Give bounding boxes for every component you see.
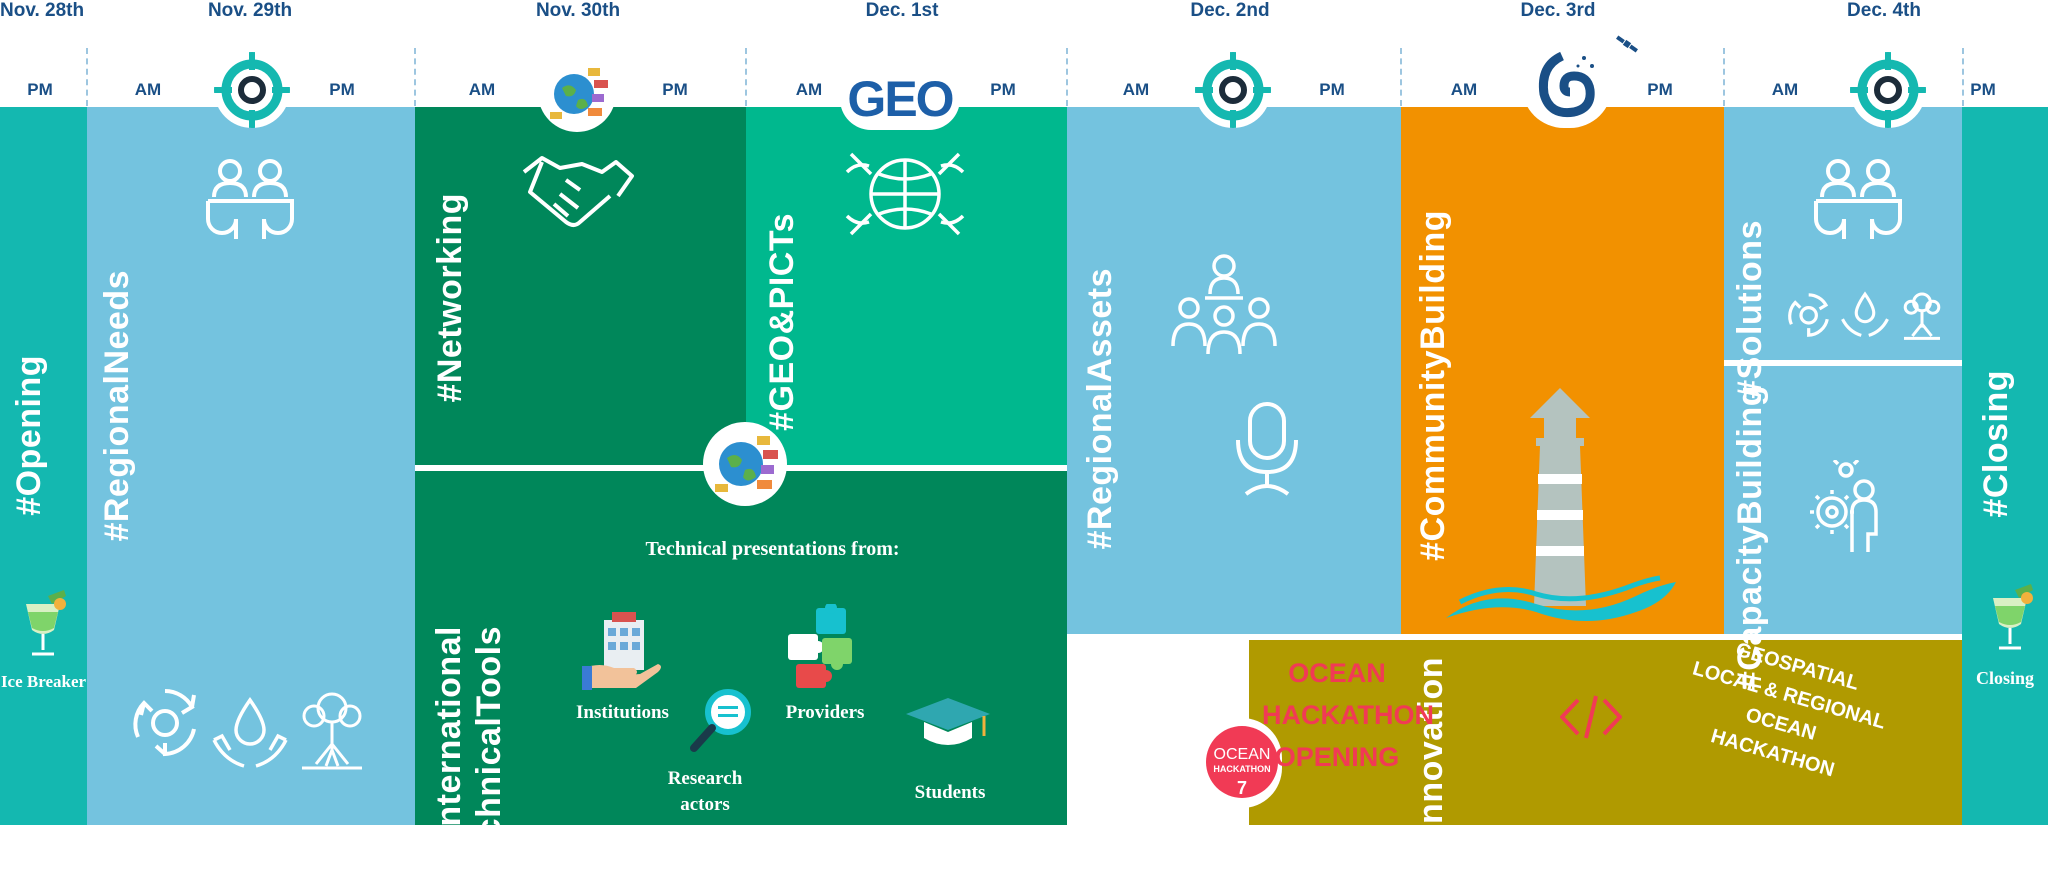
networking-label: #Networking <box>431 193 469 403</box>
pm-label: PM <box>27 80 53 99</box>
code-brackets-icon <box>1560 692 1622 742</box>
mangrove-icon <box>1898 284 1946 346</box>
hackathon-opening-line2: HACKATHON <box>1262 700 1434 730</box>
lighthouse-icon <box>1440 388 1690 628</box>
cycle-arrows-icon <box>128 685 203 760</box>
hackathon-opening-text: OCEAN HACKATHON OPENING <box>1262 652 1434 778</box>
am-label: AM <box>468 80 496 99</box>
pm-label: PM <box>1970 80 1996 99</box>
regional-assets-label: #RegionalAssets <box>1081 268 1119 550</box>
pm-label: PM <box>662 80 688 99</box>
block-divider <box>1724 360 1962 366</box>
innovation-label: #Innovation <box>1412 657 1450 854</box>
pm-label: PM <box>329 80 355 99</box>
research-caption-line2: actors <box>680 794 730 815</box>
cocktail-icon <box>1985 584 2039 652</box>
am-label: AM <box>1771 80 1799 99</box>
day-dec-3: Dec. 3rd <box>1520 0 1596 21</box>
research-caption-line1: Research <box>667 768 743 789</box>
closing-block <box>1962 107 2048 825</box>
am-label: AM <box>795 80 823 99</box>
networking-block <box>415 107 746 465</box>
tech-presentations-heading: Technical presentations from: <box>645 538 900 560</box>
regional-assets-block <box>1067 107 1401 634</box>
ocean-hackathon-logo-number: 7 <box>1236 778 1247 798</box>
people-group-icon <box>1165 254 1283 359</box>
day-nov-30: Nov. 30th <box>535 0 621 21</box>
day-separator <box>1066 48 1068 106</box>
day-separator <box>1400 48 1402 106</box>
target-icon <box>1850 52 1926 128</box>
institutions-caption: Institutions <box>576 702 669 723</box>
day-dec-1: Dec. 1st <box>865 0 939 21</box>
providers-caption: Providers <box>785 702 865 723</box>
satellite-icon <box>1615 32 1639 56</box>
mangrove-icon <box>292 684 372 774</box>
international-label-line1: #International <box>430 626 468 856</box>
hackathon-opening-line1: OCEAN <box>1288 658 1386 688</box>
international-tools-block <box>415 471 1067 825</box>
am-label: AM <box>134 80 162 99</box>
gear-person-icon <box>1808 460 1886 556</box>
globe-collage-icon <box>703 422 787 506</box>
students-caption: Students <box>914 782 986 803</box>
pm-label: PM <box>1647 80 1673 99</box>
ocean-hackathon-logo: OCEAN HACKATHON 7 <box>1202 718 1282 808</box>
institution-building-icon <box>582 610 662 692</box>
day-dec-4: Dec. 4th <box>1847 0 1921 21</box>
day-nov-28: Nov. 28th <box>0 0 85 21</box>
hands-globe-icon <box>845 142 965 246</box>
day-separator <box>414 48 416 106</box>
geo-logo: GEO <box>840 68 960 130</box>
closing-label: #Closing <box>1977 370 2015 518</box>
day-nov-29: Nov. 29th <box>207 0 293 21</box>
meeting-table-icon <box>1810 155 1906 250</box>
water-hands-icon <box>210 696 290 774</box>
ice-breaker-caption: Ice Breaker <box>0 672 87 691</box>
day-separator <box>745 48 747 106</box>
pm-label: PM <box>990 80 1016 99</box>
target-icon <box>214 52 290 128</box>
day-separator <box>1723 48 1725 106</box>
international-label-line2: TechnicalTools <box>470 626 508 875</box>
geo-picts-label: #GEO&PICTs <box>763 213 801 431</box>
solutions-label: #Solutions <box>1731 220 1769 399</box>
cycle-arrows-icon <box>1785 286 1833 344</box>
am-label: AM <box>1122 80 1150 99</box>
magnifier-icon <box>690 688 754 754</box>
water-hands-icon <box>1840 290 1890 342</box>
handshake-icon <box>520 150 636 230</box>
day-separator <box>86 48 88 106</box>
capacity-building-block <box>1724 366 1962 634</box>
am-label: AM <box>1450 80 1478 99</box>
puzzle-pieces-icon <box>782 604 862 692</box>
nautilus-icon <box>1522 44 1612 128</box>
microphone-icon <box>1232 400 1302 500</box>
closing-caption: Closing <box>1975 668 2035 688</box>
cocktail-icon <box>18 590 72 658</box>
ocean-hackathon-logo-ocean: OCEAN <box>1213 746 1271 763</box>
opening-label: #Opening <box>10 355 48 516</box>
day-dec-2: Dec. 2nd <box>1190 0 1270 21</box>
globe-collage-icon <box>538 54 616 132</box>
pm-label: PM <box>1319 80 1345 99</box>
geo-logo-text: GEO <box>847 71 954 127</box>
regional-needs-label: #RegionalNeeds <box>98 270 136 542</box>
ocean-hackathon-logo-hackathon: HACKATHON <box>1213 764 1271 774</box>
day-separator <box>1962 48 1964 106</box>
target-icon <box>1195 52 1271 128</box>
meeting-table-icon <box>202 155 298 250</box>
opening-block <box>0 107 87 825</box>
graduation-cap-icon <box>904 696 992 750</box>
hackathon-opening-line3: OPENING <box>1274 742 1400 772</box>
